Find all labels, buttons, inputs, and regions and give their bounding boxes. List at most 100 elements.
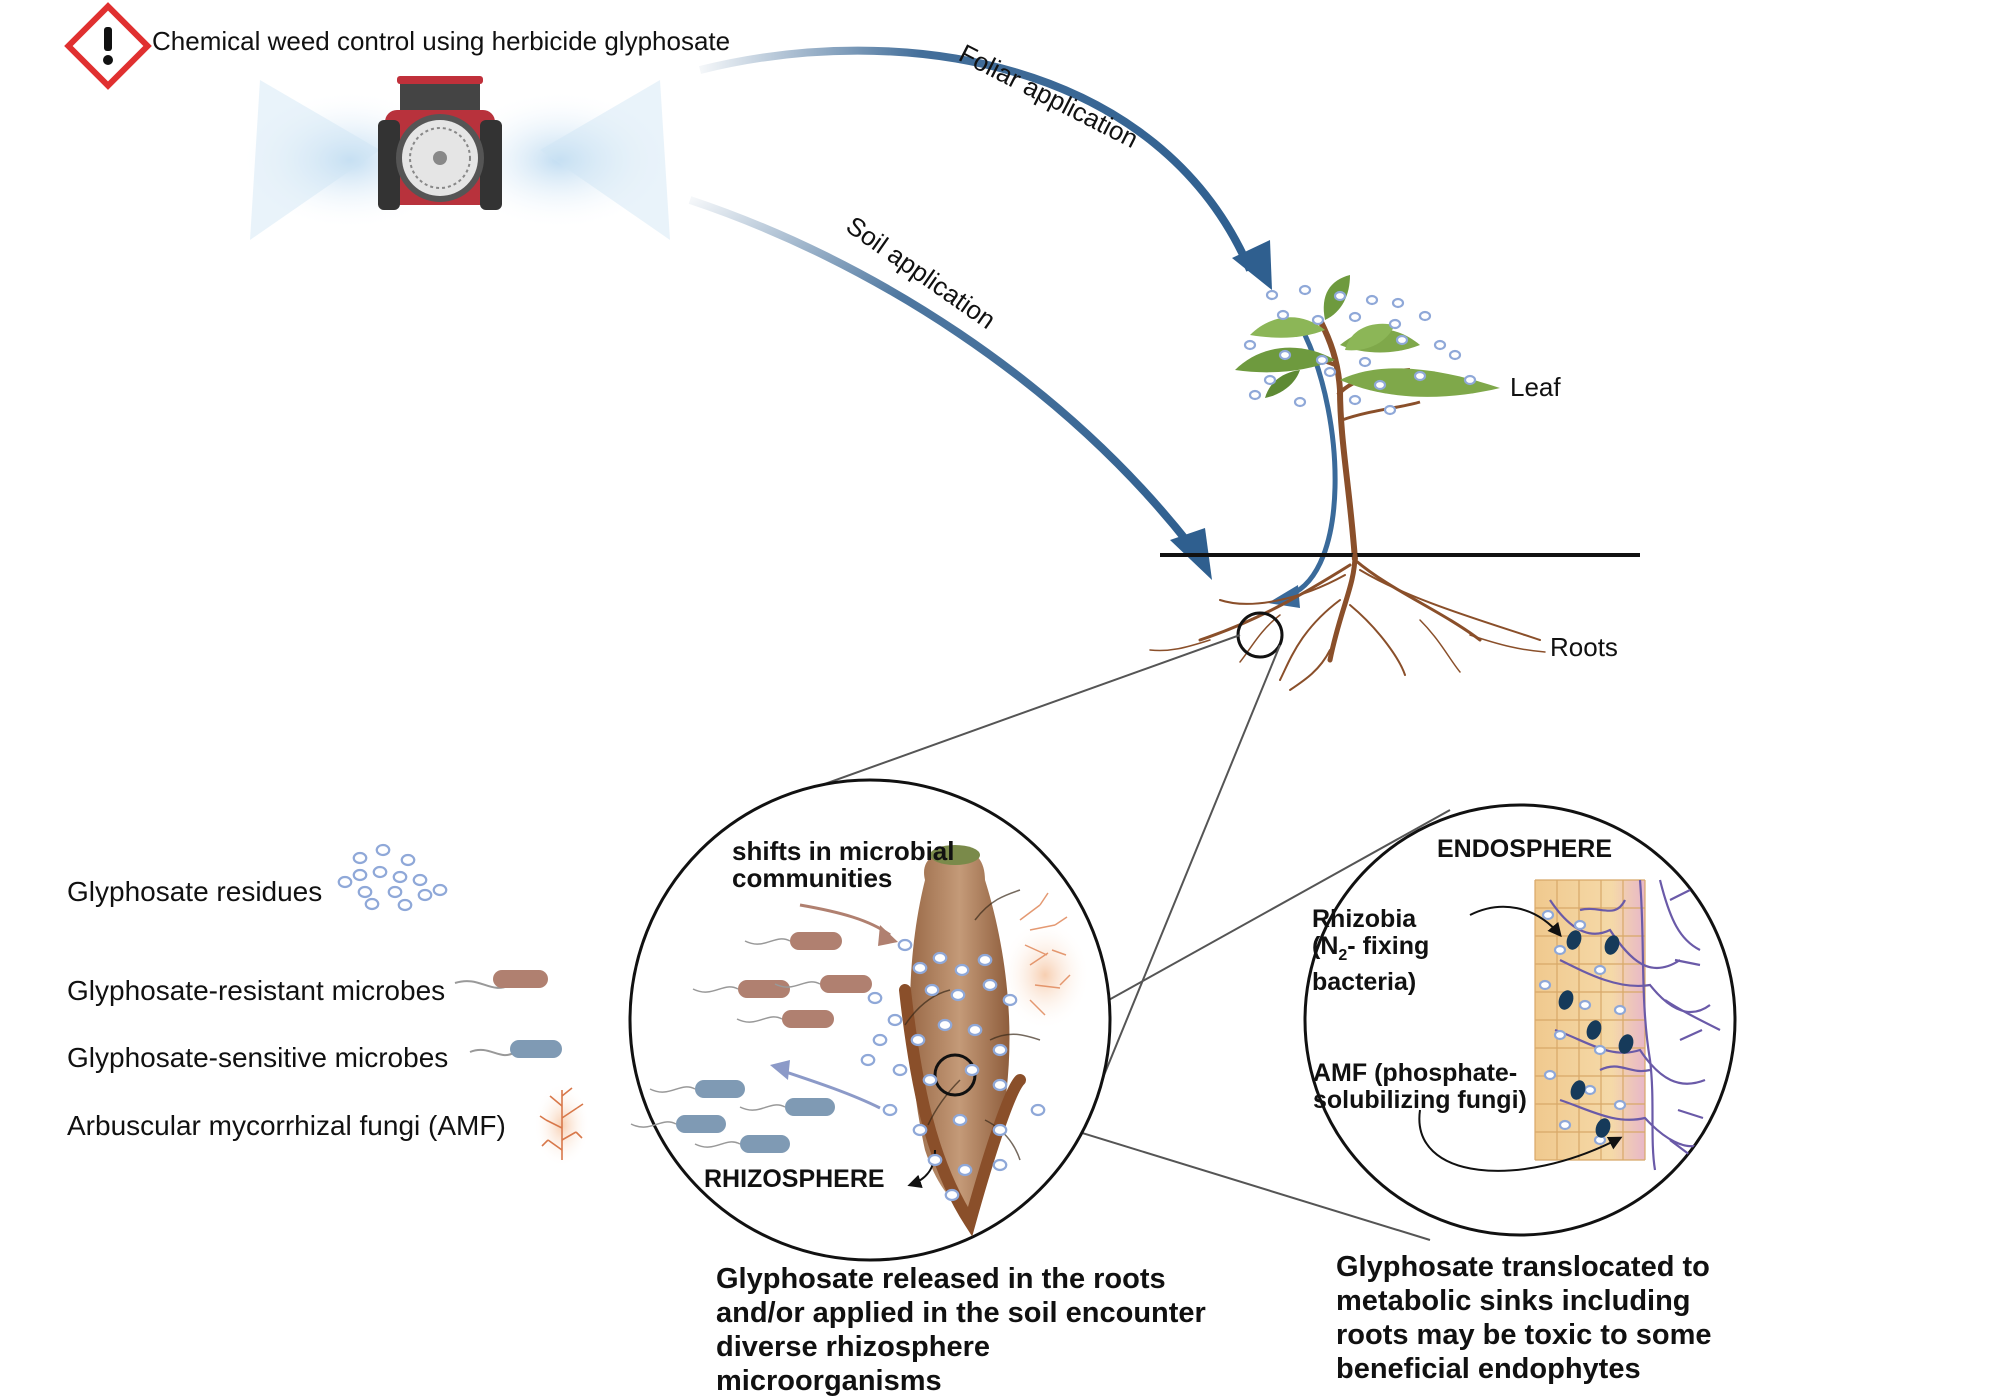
glyphosate-droplet <box>977 953 993 967</box>
flagellum <box>694 1141 741 1148</box>
legend-glyphosate-droplet <box>387 885 403 899</box>
rhizosphere-caption: Glyphosate released in the roots and/or … <box>716 1263 1206 1397</box>
legend-glyphosate-residues: Glyphosate residues <box>67 876 323 907</box>
glyphosate-droplets-root <box>860 938 1046 1202</box>
glyphosate-droplet-endo <box>1543 1069 1557 1081</box>
legend-glyphosate-droplet <box>412 873 428 887</box>
flagellum <box>649 1086 696 1093</box>
glyphosate-droplet <box>1276 309 1290 321</box>
endosphere-label: ENDOSPHERE <box>1437 835 1613 863</box>
glyphosate-droplet <box>1383 404 1397 416</box>
leaf-label: Leaf <box>1510 372 1561 402</box>
glyphosate-droplet <box>1002 993 1018 1007</box>
glyphosate-droplet <box>1433 339 1447 351</box>
resistant-microbe <box>738 980 790 998</box>
glyphosate-droplet <box>927 1153 943 1167</box>
rhizobia-cell <box>1558 990 1574 1010</box>
sensitive-microbe <box>740 1135 790 1153</box>
rhizobia-line-2a: (N <box>1312 932 1339 960</box>
glyphosate-droplet-endo <box>1538 979 1552 991</box>
tractor-sprayer-icon <box>240 76 670 240</box>
glyphosate-droplet <box>982 978 998 992</box>
rhizobia-line-2b: - fixing <box>1347 932 1430 960</box>
amf-line-1: AMF (phosphate- <box>1313 1059 1518 1087</box>
translocation-arrow <box>1268 333 1338 608</box>
legend-amf: Arbuscular mycorrhizal fungi (AMF) <box>67 1110 506 1141</box>
glyphosate-droplet-endo <box>1583 1084 1597 1096</box>
glyphosate-droplet <box>1348 394 1362 406</box>
rhizobia-cell <box>1595 1118 1611 1138</box>
legend-glyphosate-droplet <box>352 868 368 882</box>
resistant-microbe <box>820 975 872 993</box>
endosphere-zoom <box>1303 803 1737 1237</box>
microbial-shift-line-1: shifts in microbial <box>732 836 955 866</box>
rhizobia-line-3: bacteria) <box>1312 968 1417 996</box>
glyphosate-droplet <box>1373 379 1387 391</box>
glyphosate-droplet <box>992 1123 1008 1137</box>
glyphosate-droplet <box>932 951 948 965</box>
glyphosate-droplet <box>1348 311 1362 323</box>
glyphosate-droplet-endo <box>1593 1044 1607 1056</box>
rhizobia-subscript: 2 <box>1338 947 1348 964</box>
legend-glyphosate-droplet <box>392 870 408 884</box>
glyphosate-droplet-endo <box>1553 1029 1567 1041</box>
glyphosate-droplet-endo <box>1558 1119 1572 1131</box>
glyphosate-droplet <box>1358 356 1372 368</box>
amf-hypha <box>1579 899 1651 1073</box>
endophyte-cells <box>1538 909 1634 1146</box>
glyphosate-droplet <box>1298 284 1312 296</box>
resistant-microbe <box>790 932 842 950</box>
hazard-warning-icon <box>64 2 152 90</box>
rhizobia-cell <box>1618 1034 1634 1054</box>
rhizosphere-microbes <box>630 932 872 1153</box>
glyphosate-droplet-endo <box>1578 999 1592 1011</box>
glyphosate-droplet <box>860 1053 876 1067</box>
glyphosate-droplet <box>872 1033 888 1047</box>
rhizobia-label: Rhizobia (N2- fixing bacteria) <box>1312 906 1429 996</box>
glyphosate-droplet <box>954 963 970 977</box>
brown-bacterium-icon <box>454 970 548 989</box>
glyphosate-droplet <box>1263 374 1277 386</box>
glyphosate-droplet <box>992 1078 1008 1092</box>
glyphosate-droplet <box>897 938 913 952</box>
sensitive-microbe <box>785 1098 835 1116</box>
roots-label: Roots <box>1550 632 1618 662</box>
glyphosate-droplet <box>1278 349 1292 361</box>
glyphosate-dots-icon <box>337 843 448 912</box>
glyphosate-droplet <box>1413 370 1427 382</box>
flagellum <box>736 1016 783 1023</box>
glyphosate-droplet-endo <box>1593 964 1607 976</box>
legend-glyphosate-droplet <box>417 888 433 902</box>
flagellum <box>630 1121 677 1128</box>
amf-label: AMF (phosphate- solubilizing fungi) <box>1313 1060 1527 1114</box>
microbial-shift-label: shifts in microbial communities <box>732 838 955 892</box>
glyphosate-droplet <box>937 1018 953 1032</box>
glyphosate-droplet <box>912 961 928 975</box>
glyphosate-droplet <box>892 1063 908 1077</box>
rhizobia-cell <box>1566 930 1582 950</box>
glyphosate-droplet-endo <box>1553 944 1567 956</box>
plant-roots <box>1149 552 1546 691</box>
fungi-icon <box>534 1083 590 1167</box>
rhizobia-line-2: (N2- fixing <box>1312 933 1429 969</box>
glyphosate-droplet <box>1418 310 1432 322</box>
legend-glyphosate-droplet <box>397 898 413 912</box>
glyphosate-droplet <box>944 1188 960 1202</box>
legend-glyphosate-droplet <box>364 897 380 911</box>
soil-application-arrow <box>688 196 1212 580</box>
amf-hypha <box>1559 959 1711 1014</box>
glyphosate-droplet <box>1323 366 1337 378</box>
legend-glyphosate-droplet <box>400 853 416 867</box>
rhizobia-cell <box>1586 1020 1602 1040</box>
glyphosate-droplet <box>1311 314 1325 326</box>
rhizobia-cell <box>1604 935 1620 955</box>
legend-resistant-microbes: Glyphosate-resistant microbes <box>67 975 446 1006</box>
amf-hypha <box>1559 1098 1701 1148</box>
glyphosate-droplet <box>924 983 940 997</box>
plant-illustration <box>1235 275 1500 561</box>
legend-glyphosate-droplet <box>357 885 373 899</box>
amf-hypha <box>1554 1028 1706 1085</box>
glyphosate-droplet <box>1243 339 1257 351</box>
rhizosphere-label: RHIZOSPHERE <box>704 1165 885 1193</box>
